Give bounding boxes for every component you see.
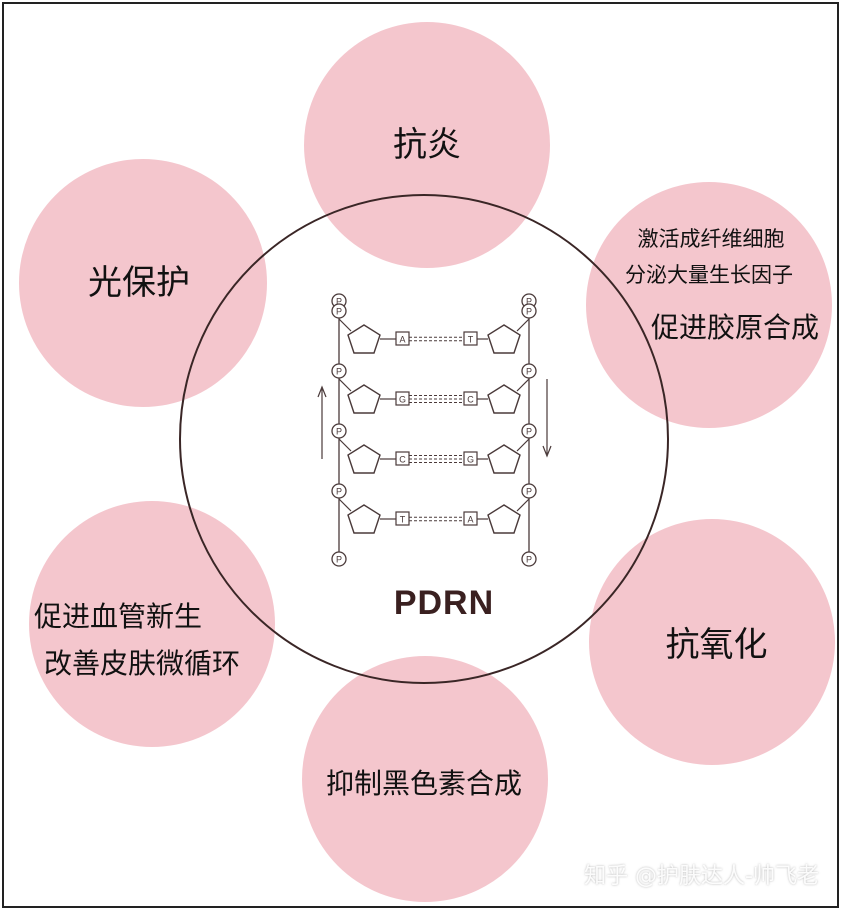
phosphate-label-right-top: P <box>526 297 532 307</box>
base-right-label-2: G <box>467 455 474 465</box>
diag-right-1 <box>516 378 530 392</box>
base-left-label-2: C <box>399 455 406 465</box>
base-left-label-3: T <box>400 515 406 525</box>
phosphate-right-mid-1 <box>521 363 537 379</box>
phosphate-left-mid-1 <box>331 363 347 379</box>
phosphate-right-mid-3 <box>521 483 537 499</box>
base-left-label-1: G <box>399 395 406 405</box>
sugar-right-0 <box>487 324 521 354</box>
sugar-left-1 <box>347 384 381 414</box>
diag-right-2 <box>516 438 530 452</box>
phosphate-left-mid-3 <box>331 483 347 499</box>
phosphate-label-left-mid-3: P <box>336 487 342 497</box>
label-antioxidant: 抗氧化 <box>665 625 768 665</box>
diag-left-1 <box>338 378 352 392</box>
phosphate-right-mid-2 <box>521 423 537 439</box>
phosphate-label-right-mid-0: P <box>526 307 532 317</box>
arrow-up <box>317 385 327 459</box>
sugar-right-1 <box>487 384 521 414</box>
base-right-label-0: T <box>468 335 474 345</box>
phosphate-label-left-mid-2: P <box>336 427 342 437</box>
diag-left-0 <box>338 318 352 332</box>
phosphate-label-right-bottom: P <box>526 555 532 565</box>
diag-left-3 <box>338 498 352 512</box>
label-vessel-line1: 促进血管新生 <box>34 600 203 633</box>
sugar-right-3 <box>487 504 521 534</box>
phosphate-label-left-bottom: P <box>336 555 342 565</box>
sugar-right-2 <box>487 444 521 474</box>
label-collagen-line3: 促进胶原合成 <box>650 311 819 344</box>
diag-right-0 <box>516 318 530 332</box>
pdrn-title: PDRN <box>393 584 495 622</box>
base-right-label-3: A <box>467 515 473 525</box>
sugar-left-3 <box>347 504 381 534</box>
sugar-left-0 <box>347 324 381 354</box>
phosphate-right-mid-0 <box>521 303 537 319</box>
base-right-label-1: C <box>467 395 474 405</box>
phosphate-label-right-mid-3: P <box>526 487 532 497</box>
phosphate-left-mid-0 <box>331 303 347 319</box>
phosphate-label-left-mid-0: P <box>336 307 342 317</box>
phosphate-label-right-mid-2: P <box>526 427 532 437</box>
sugar-left-2 <box>347 444 381 474</box>
phosphate-label-right-mid-1: P <box>526 367 532 377</box>
watermark: 知乎 @护肤达人-帅飞老 <box>584 864 819 889</box>
phosphate-right-bottom <box>521 551 537 567</box>
bubble-melanin <box>302 656 548 902</box>
label-photoprotection: 光保护 <box>88 263 190 303</box>
phosphate-left-mid-2 <box>331 423 347 439</box>
base-left-label-0: A <box>399 335 405 345</box>
label-anti-inflammatory: 抗炎 <box>393 125 461 165</box>
label-collagen-line1: 激活成纤维细胞 <box>637 227 785 251</box>
phosphate-label-left-top: P <box>336 297 342 307</box>
pdrn-ring <box>179 194 669 684</box>
label-collagen-line2: 分泌大量生长因子 <box>625 263 793 287</box>
phosphate-left-bottom <box>331 551 347 567</box>
diag-left-2 <box>338 438 352 452</box>
phosphate-label-left-mid-1: P <box>336 367 342 377</box>
arrow-down <box>542 379 552 458</box>
label-vessel-line2: 改善皮肤微循环 <box>44 647 241 680</box>
label-melanin: 抑制黑色素合成 <box>325 767 522 800</box>
diag-right-3 <box>516 498 530 512</box>
